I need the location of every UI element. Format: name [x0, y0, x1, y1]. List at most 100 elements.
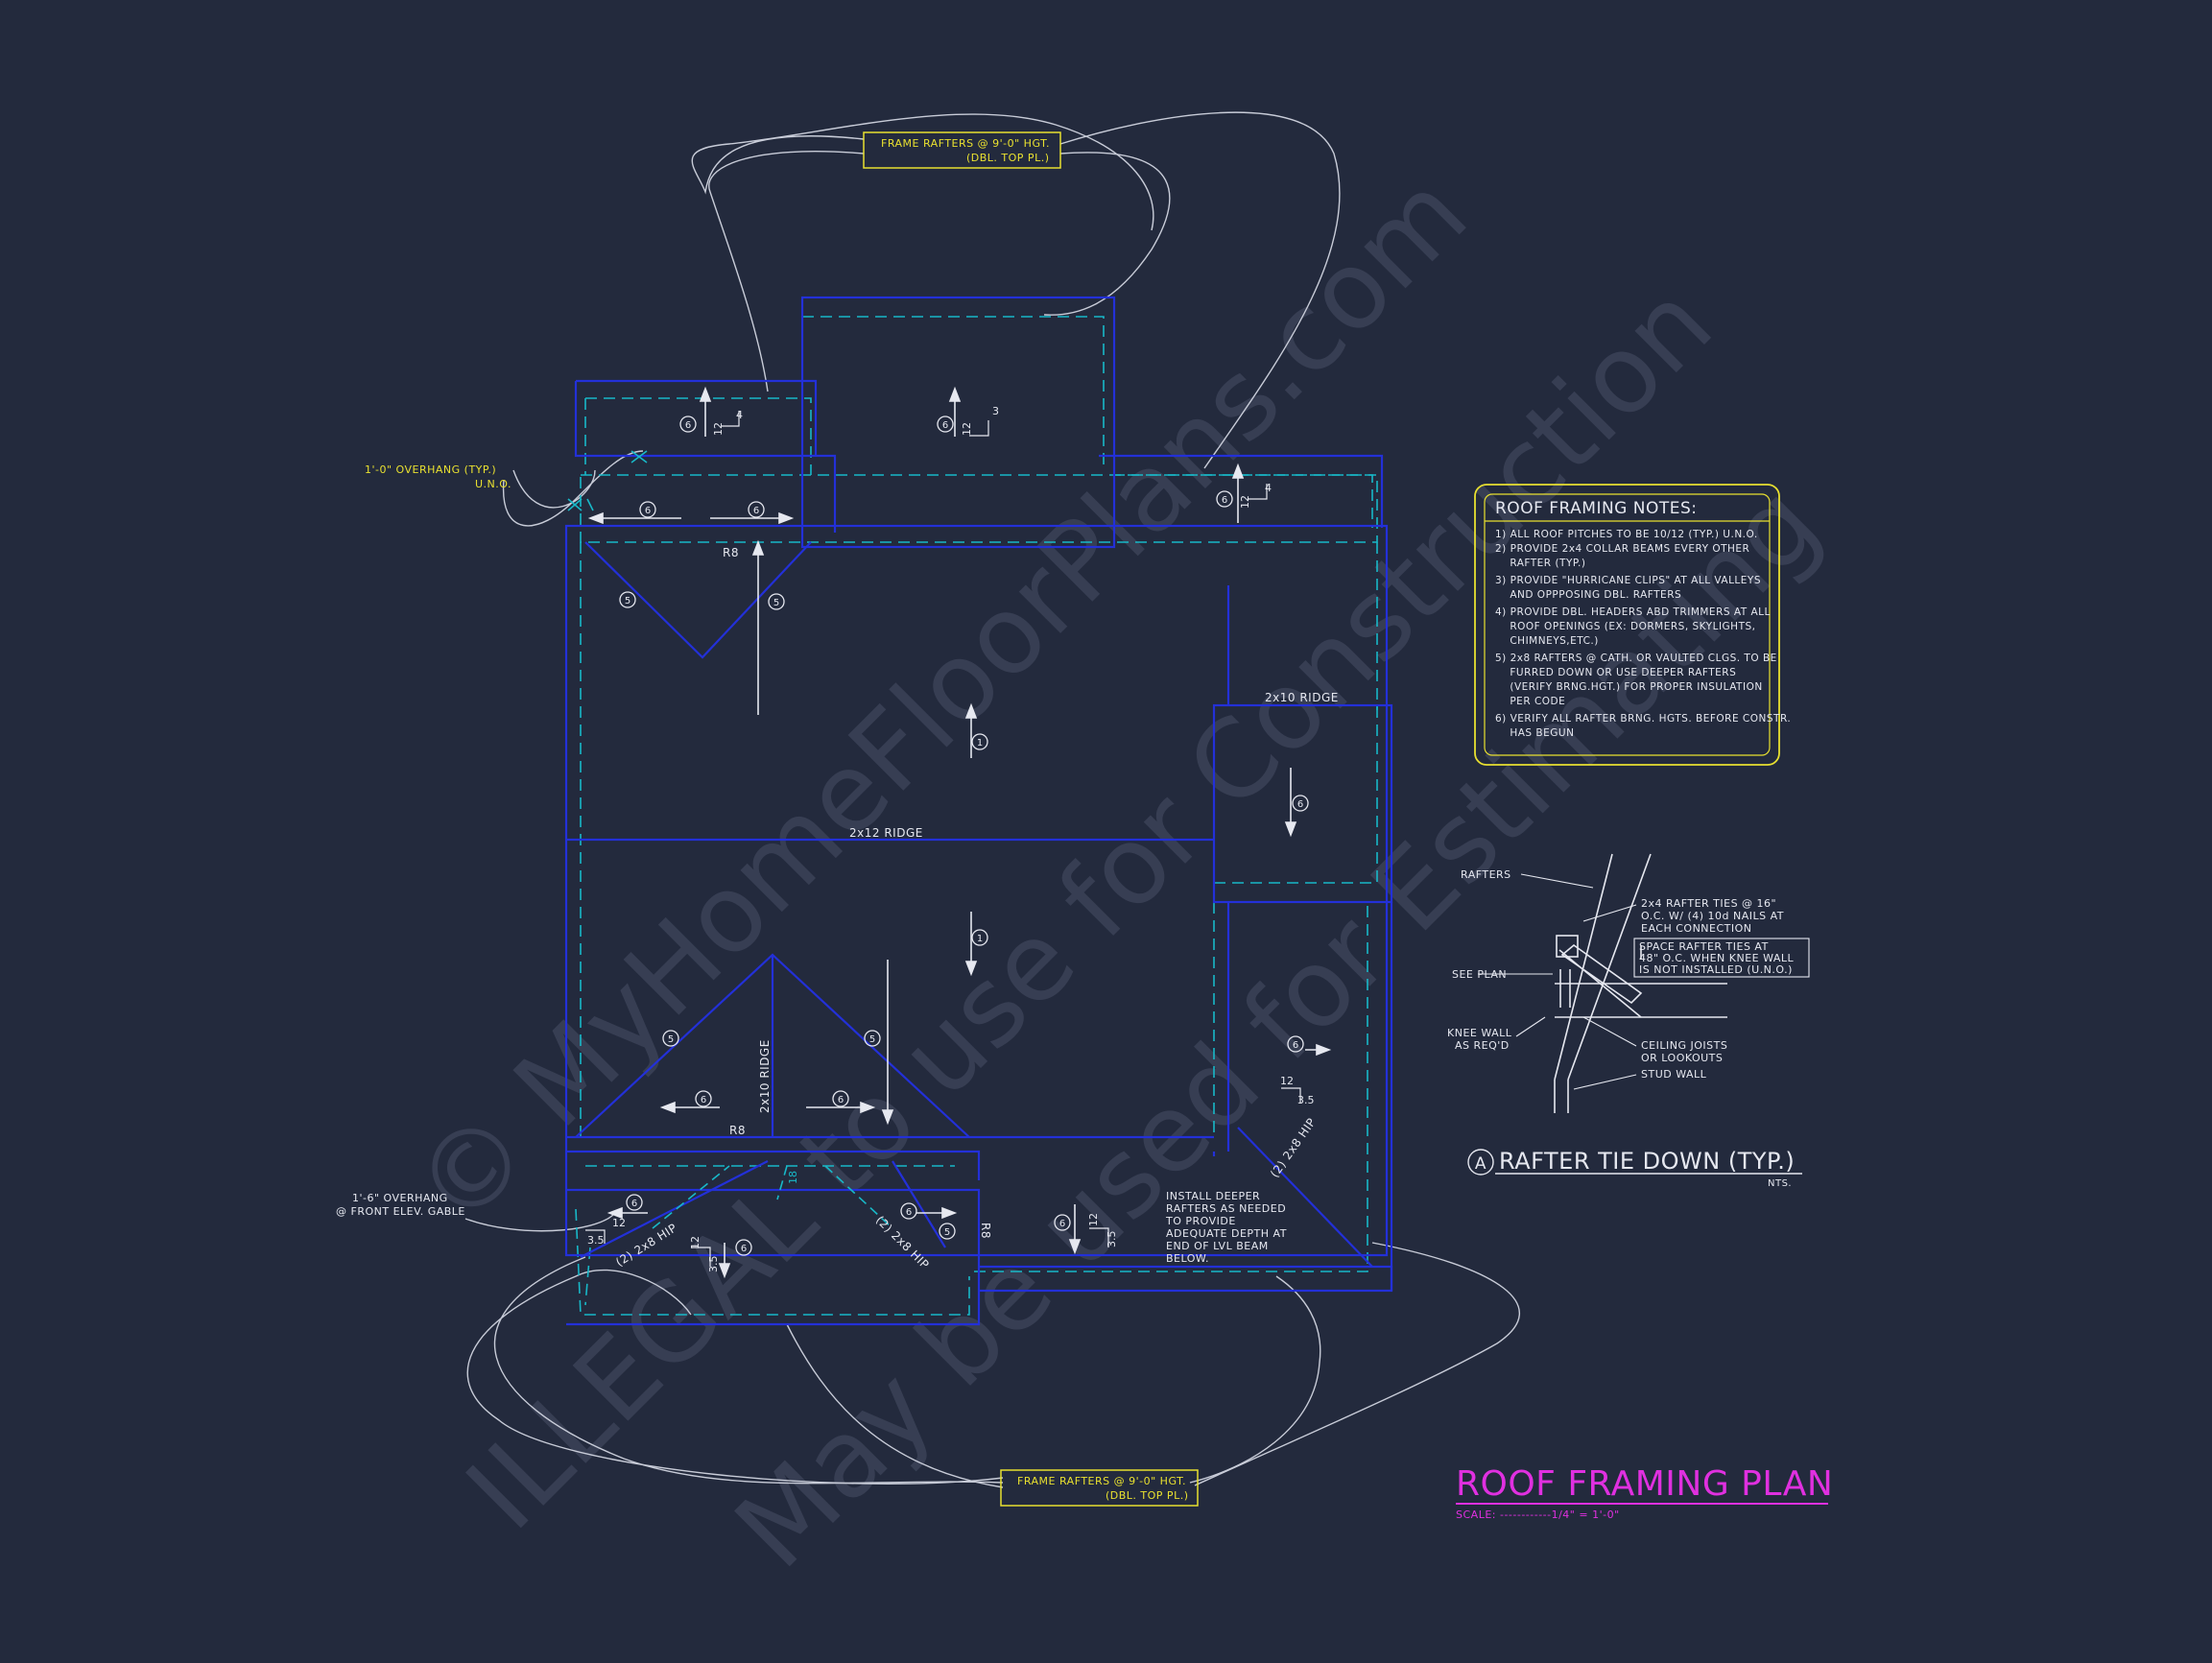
pitch-rise: 4 — [736, 409, 743, 421]
mark-6: 6 — [1222, 495, 1227, 506]
callout-frame-bottom-line-1: FRAME RAFTERS @ 9'-0" HGT. — [1017, 1475, 1186, 1487]
detail-knee-line-1: KNEE WALL — [1447, 1027, 1512, 1039]
pitch-rise: 3.5 — [707, 1256, 720, 1273]
rafter-arrows — [587, 386, 1332, 1279]
rafter-marks — [619, 416, 1309, 1256]
overhang-markers — [567, 450, 648, 511]
mark-6: 6 — [906, 1207, 912, 1218]
pitch-run: 12 — [1087, 1213, 1100, 1226]
pitch-run: 12 — [1280, 1075, 1294, 1087]
detail-title: RAFTER TIE DOWN (TYP.) — [1499, 1148, 1795, 1175]
roof-outline — [564, 296, 1393, 1326]
watermark: © MyHomeFloorPlans.com ILLEGAL to use fo… — [391, 152, 1843, 1592]
note-line: 1) ALL ROOF PITCHES TO BE 10/12 (TYP.) U… — [1495, 529, 1758, 540]
callout-overhang-line-1: 1'-0" OVERHANG (TYP.) — [365, 463, 496, 476]
callout-install: INSTALL DEEPER RAFTERS AS NEEDED TO PROV… — [1165, 1190, 1287, 1265]
ridge-label-2x10-vertical: 2x10 RIDGE — [758, 1039, 772, 1113]
mark-6: 6 — [701, 1095, 706, 1105]
pitch-symbols — [585, 411, 1301, 1267]
pitch-run: 12 — [1239, 495, 1251, 509]
rafter-tie-detail: RAFTERS 2x4 RAFTER TIES @ 16" O.C. W/ (4… — [1447, 853, 1810, 1189]
plan-title-block: ROOF FRAMING PLAN SCALE: ------------1/4… — [1456, 1464, 1833, 1521]
note-line: ROOF OPENINGS (EX: DORMERS, SKYLIGHTS, — [1495, 621, 1756, 632]
rafter-mark-labels: 6 6 6 6 6 5 5 1 6 1 5 5 6 6 6 6 6 6 5 6 — [625, 420, 1303, 1254]
r8-label-right: R8 — [979, 1223, 992, 1239]
hip-label-mid: (2) 2x8 HIP — [873, 1213, 932, 1271]
note-line: 6) VERIFY ALL RAFTER BRNG. HGTS. BEFORE … — [1495, 713, 1791, 725]
mark-6: 6 — [753, 506, 759, 516]
note-line: PER CODE — [1495, 696, 1565, 707]
mark-6: 6 — [1297, 799, 1303, 810]
pitch-rise: 3 — [992, 405, 999, 417]
detail-stud-wall: STUD WALL — [1641, 1068, 1707, 1081]
note-line: RAFTER (TYP.) — [1495, 558, 1586, 569]
mark-5: 5 — [773, 598, 779, 608]
leader-lines — [464, 111, 1520, 1488]
note-line: 4) PROVIDE DBL. HEADERS ABD TRIMMERS AT … — [1495, 606, 1771, 618]
pitch-rise: 4 — [1265, 482, 1272, 494]
detail-ties-line-2: O.C. W/ (4) 10d NAILS AT — [1641, 910, 1784, 922]
detail-leaders — [1478, 873, 1637, 1090]
callout-overhang-line-2: U.N.O. — [475, 478, 511, 490]
pitch-rise: 3.5 — [587, 1234, 605, 1247]
pitch-run: 12 — [712, 422, 725, 436]
detail-nts: NTS. — [1768, 1178, 1792, 1189]
callout-frame-top-line-1: FRAME RAFTERS @ 9'-0" HGT. — [881, 137, 1050, 150]
pitch-run: 12 — [689, 1236, 702, 1249]
mark-5: 5 — [869, 1034, 875, 1045]
detail-ceiling-line-1: CEILING JOISTS — [1641, 1039, 1727, 1052]
note-line: 2) PROVIDE 2x4 COLLAR BEAMS EVERY OTHER — [1495, 543, 1749, 555]
callout-gable: 1'-6" OVERHANG @ FRONT ELEV. GABLE — [336, 1192, 465, 1218]
callout-install-line-4: ADEQUATE DEPTH AT — [1166, 1227, 1287, 1240]
pitch-overhang: 18 — [787, 1171, 799, 1184]
mark-5: 5 — [668, 1034, 674, 1045]
detail-lines — [1554, 853, 1727, 1113]
note-line: 3) PROVIDE "HURRICANE CLIPS" AT ALL VALL… — [1495, 575, 1761, 586]
note-line: 5) 2x8 RAFTERS @ CATH. OR VAULTED CLGS. … — [1495, 653, 1777, 664]
detail-ceiling-line-2: OR LOOKOUTS — [1641, 1052, 1723, 1064]
pitch-rise: 3.5 — [1106, 1231, 1118, 1248]
detail-ties-line-1: 2x4 RAFTER TIES @ 16" — [1641, 897, 1776, 910]
detail-space-line-2: 48" O.C. WHEN KNEE WALL — [1639, 952, 1795, 964]
r8-label-top: R8 — [723, 546, 739, 559]
plan-scale: SCALE: ------------1/4" = 1'-0" — [1456, 1509, 1620, 1521]
detail-space-line-1: SPACE RAFTER TIES AT — [1639, 940, 1769, 953]
callout-install-line-5: END OF LVL BEAM — [1166, 1240, 1269, 1252]
pitch-run: 12 — [612, 1217, 626, 1229]
note-line: AND OPPPOSING DBL. RAFTERS — [1495, 589, 1681, 601]
pitch-run: 12 — [961, 422, 973, 436]
note-line: HAS BEGUN — [1495, 727, 1574, 739]
callout-install-line-1: INSTALL DEEPER — [1166, 1190, 1260, 1202]
mark-6: 6 — [1059, 1219, 1065, 1229]
mark-6: 6 — [685, 420, 691, 431]
notes-title: ROOF FRAMING NOTES: — [1495, 499, 1698, 518]
mark-5: 5 — [625, 596, 630, 606]
note-line: CHIMNEYS,ETC.) — [1495, 635, 1599, 647]
note-line: (VERIFY BRNG.HGT.) FOR PROPER INSULATION — [1495, 681, 1763, 693]
mark-6: 6 — [645, 506, 651, 516]
mark-6: 6 — [631, 1199, 637, 1209]
note-line: FURRED DOWN OR USE DEEPER RAFTERS — [1495, 667, 1736, 678]
hip-label-right: (2) 2x8 HIP — [1268, 1115, 1319, 1179]
detail-knee-line-2: AS REQ'D — [1455, 1039, 1510, 1052]
plan-title: ROOF FRAMING PLAN — [1456, 1464, 1833, 1504]
detail-rafters: RAFTERS — [1461, 868, 1511, 881]
detail-circle-label: A — [1475, 1154, 1487, 1174]
callout-frame-bottom: FRAME RAFTERS @ 9'-0" HGT. (DBL. TOP PL.… — [1000, 1469, 1199, 1507]
callout-install-line-3: TO PROVIDE — [1165, 1215, 1236, 1227]
callout-install-line-6: BELOW. — [1166, 1252, 1209, 1265]
detail-space-line-3: IS NOT INSTALLED (U.N.O.) — [1639, 963, 1793, 976]
mark-1: 1 — [977, 934, 983, 944]
mark-6: 6 — [1293, 1040, 1298, 1051]
callout-gable-line-1: 1'-6" OVERHANG — [352, 1192, 448, 1204]
mark-6: 6 — [838, 1095, 844, 1105]
mark-1: 1 — [977, 738, 983, 748]
callout-frame-top-line-2: (DBL. TOP PL.) — [966, 152, 1050, 164]
gable-overhang-lines — [652, 1165, 893, 1229]
callout-install-line-2: RAFTERS AS NEEDED — [1166, 1202, 1286, 1215]
roof-framing-notes: ROOF FRAMING NOTES: 1) ALL ROOF PITCHES … — [1474, 484, 1791, 766]
callout-gable-line-2: @ FRONT ELEV. GABLE — [336, 1205, 465, 1218]
pitch-rise: 3.5 — [1297, 1094, 1315, 1106]
